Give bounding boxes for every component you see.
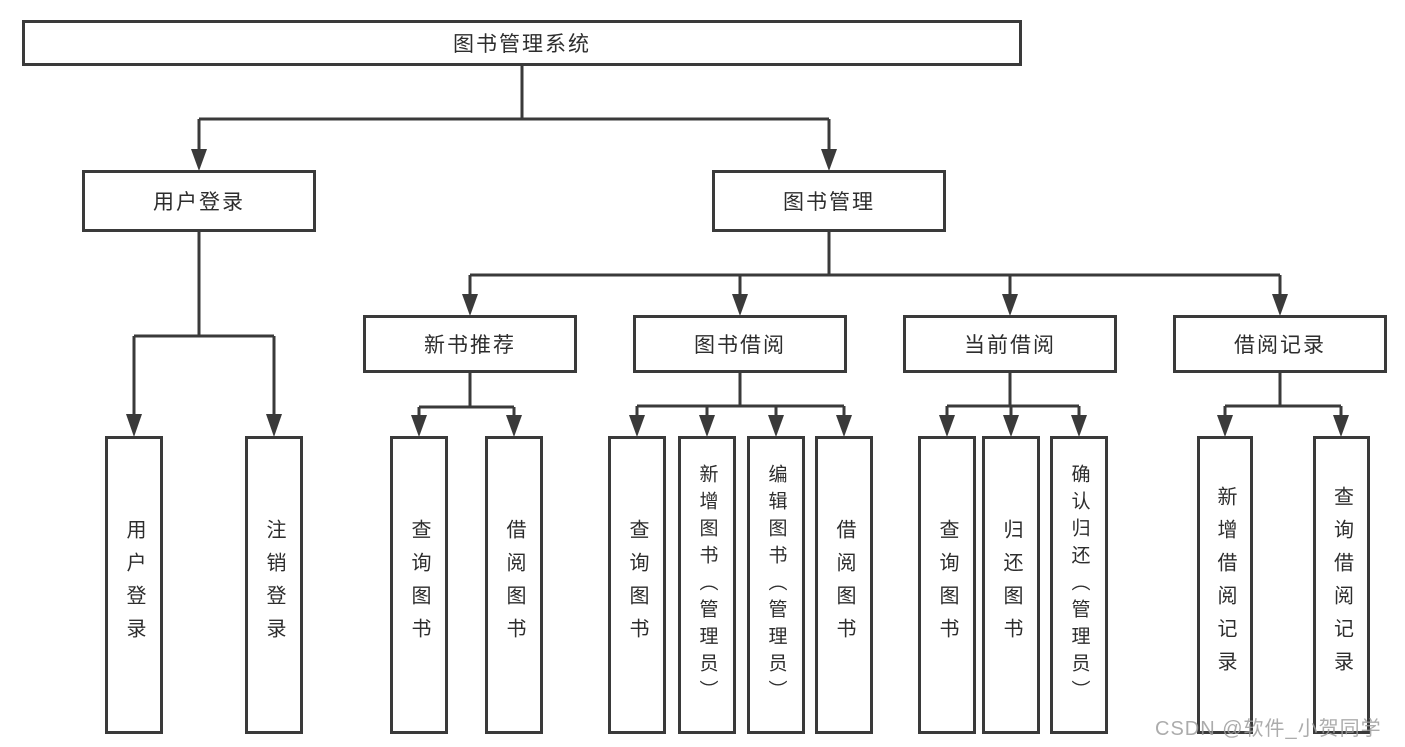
node-book-borrow: 图书借阅: [633, 315, 847, 373]
node-label: 新增图书（管理员）: [696, 463, 718, 707]
node-user-login: 用户登录: [82, 170, 316, 232]
node-label: 借阅图书: [833, 519, 855, 651]
connector-paths: [132, 66, 1343, 418]
node-user-login-action: 用户登录: [105, 436, 163, 734]
node-label: 查询图书: [936, 519, 958, 651]
node-current-borrow: 当前借阅: [903, 315, 1117, 373]
node-borrow-records: 借阅记录: [1173, 315, 1387, 373]
node-new-book-recommend: 新书推荐: [363, 315, 577, 373]
node-borrow-edit-books-admin: 编辑图书（管理员）: [747, 436, 805, 734]
node-label: 借阅图书: [503, 519, 525, 651]
watermark: CSDN @软件_小贺同学: [1155, 718, 1382, 740]
node-label: 编辑图书（管理员）: [765, 463, 787, 707]
node-label: 确认归还（管理员）: [1068, 463, 1090, 707]
node-logout-action: 注销登录: [245, 436, 303, 734]
node-book-management: 图书管理: [712, 170, 946, 232]
node-label: 新增借阅记录: [1214, 486, 1236, 684]
node-borrow-query-books: 查询图书: [608, 436, 666, 734]
node-label: 注销登录: [263, 519, 285, 651]
node-label: 查询图书: [408, 519, 430, 651]
node-records-query-record: 查询借阅记录: [1313, 436, 1370, 734]
node-current-query-books: 查询图书: [918, 436, 976, 734]
node-label: 用户登录: [123, 519, 145, 651]
node-recommend-query-books: 查询图书: [390, 436, 448, 734]
node-recommend-borrow-books: 借阅图书: [485, 436, 543, 734]
node-borrow-add-books-admin: 新增图书（管理员）: [678, 436, 736, 734]
node-current-confirm-return-admin: 确认归还（管理员）: [1050, 436, 1108, 734]
node-records-add-record: 新增借阅记录: [1197, 436, 1253, 734]
node-current-return-books: 归还图书: [982, 436, 1040, 734]
arrowheads: [126, 149, 1349, 437]
node-root: 图书管理系统: [22, 20, 1022, 66]
node-borrow-borrow-books: 借阅图书: [815, 436, 873, 734]
node-label: 查询图书: [626, 519, 648, 651]
node-label: 查询借阅记录: [1330, 486, 1353, 684]
node-label: 归还图书: [1000, 519, 1022, 651]
